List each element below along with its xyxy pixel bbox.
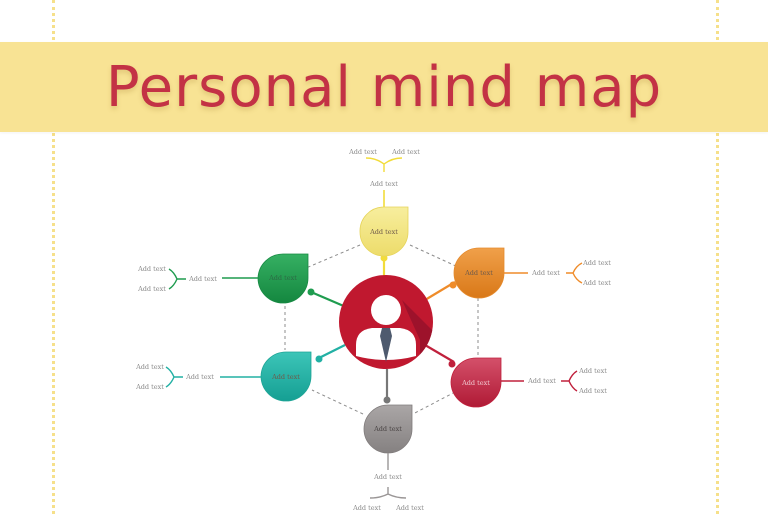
leaf-upper-right-2[interactable]: Add text <box>582 279 611 287</box>
leaf-lower-right-2[interactable]: Add text <box>578 387 607 395</box>
node-upper-right[interactable]: Add text <box>453 247 505 299</box>
branch-upper-left-label[interactable]: Add text <box>188 275 217 283</box>
leaf-bottom-2[interactable]: Add text <box>395 504 424 512</box>
node-upper-right-label[interactable]: Add text <box>464 269 493 277</box>
branch-lower-left-label[interactable]: Add text <box>185 373 214 381</box>
node-top-label[interactable]: Add text <box>369 228 398 236</box>
node-top[interactable]: Add text <box>359 206 409 257</box>
title-banner <box>0 42 768 132</box>
node-upper-left-label[interactable]: Add text <box>268 274 297 282</box>
page-title: Personal mind map <box>105 55 663 120</box>
person-with-tie-icon <box>356 295 416 362</box>
hexagon-connectors <box>284 244 479 415</box>
leaf-top-2[interactable]: Add text <box>391 148 420 156</box>
right-guide-line <box>716 0 719 514</box>
left-guide-line <box>52 0 55 514</box>
leaf-bottom-1[interactable]: Add text <box>352 504 381 512</box>
branch-lower-right-label[interactable]: Add text <box>527 377 556 385</box>
branch-top-label[interactable]: Add text <box>369 180 398 188</box>
node-lower-left[interactable]: Add text <box>260 351 312 402</box>
node-lower-right[interactable]: Add text <box>450 357 502 408</box>
leaf-lower-left-1[interactable]: Add text <box>135 363 164 371</box>
branch-upper-right-label[interactable]: Add text <box>531 269 560 277</box>
leaf-top-1[interactable]: Add text <box>348 148 377 156</box>
node-lower-left-label[interactable]: Add text <box>271 373 300 381</box>
branch-bottom-label[interactable]: Add text <box>373 473 402 481</box>
leaf-upper-right-1[interactable]: Add text <box>582 259 611 267</box>
node-bottom[interactable]: Add text <box>363 404 413 454</box>
leaf-lower-right-1[interactable]: Add text <box>578 367 607 375</box>
node-lower-right-label[interactable]: Add text <box>461 379 490 387</box>
leaf-lower-left-2[interactable]: Add text <box>135 383 164 391</box>
leaf-upper-left-1[interactable]: Add text <box>137 265 166 273</box>
leaf-upper-left-2[interactable]: Add text <box>137 285 166 293</box>
node-bottom-label[interactable]: Add text <box>373 425 402 433</box>
node-upper-left[interactable]: Add text <box>257 253 309 304</box>
